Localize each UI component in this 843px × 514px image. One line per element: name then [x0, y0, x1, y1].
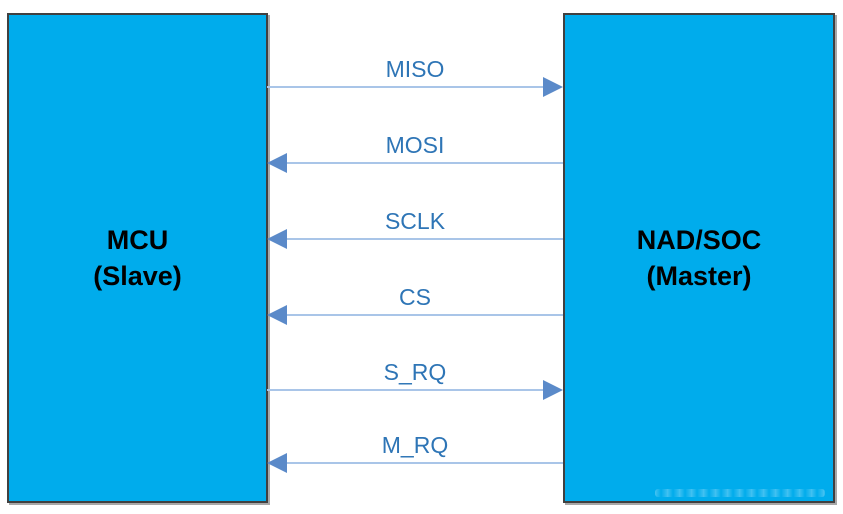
- signal-label-cs: CS: [399, 284, 431, 310]
- arrow-line: [267, 389, 546, 391]
- mcu-block-title: MCU: [106, 224, 169, 255]
- signal-label-s-rq: S_RQ: [383, 359, 447, 385]
- arrowhead-icon: [543, 77, 563, 97]
- mcu-slave-block: MCU (Slave): [7, 13, 268, 503]
- arrow-line: [284, 238, 563, 240]
- signal-row-cs: CS: [267, 282, 563, 326]
- arrowhead-icon: [267, 153, 287, 173]
- signal-row-sclk: SCLK: [267, 206, 563, 250]
- signal-row-mosi: MOSI: [267, 130, 563, 174]
- signal-label-miso: MISO: [385, 56, 445, 82]
- signal-row-m-rq: M_RQ: [267, 430, 563, 474]
- arrowhead-icon: [267, 453, 287, 473]
- signal-label-sclk: SCLK: [384, 208, 446, 234]
- nad-soc-block-subtitle: (Master): [646, 261, 752, 291]
- watermark-smudge: [655, 489, 825, 497]
- signal-label-m-rq: M_RQ: [381, 432, 449, 458]
- arrow-line: [284, 462, 563, 464]
- arrow-line: [284, 162, 563, 164]
- signal-label-mosi: MOSI: [385, 132, 445, 158]
- signal-row-miso: MISO: [267, 54, 563, 98]
- signal-row-s-rq: S_RQ: [267, 357, 563, 401]
- arrow-line: [284, 314, 563, 316]
- nad-soc-master-block: NAD/SOC (Master): [563, 13, 835, 503]
- arrowhead-icon: [267, 229, 287, 249]
- arrowhead-icon: [543, 380, 563, 400]
- nad-soc-block-title: NAD/SOC: [636, 224, 762, 255]
- arrow-line: [267, 86, 546, 88]
- mcu-block-subtitle: (Slave): [93, 261, 182, 291]
- arrowhead-icon: [267, 305, 287, 325]
